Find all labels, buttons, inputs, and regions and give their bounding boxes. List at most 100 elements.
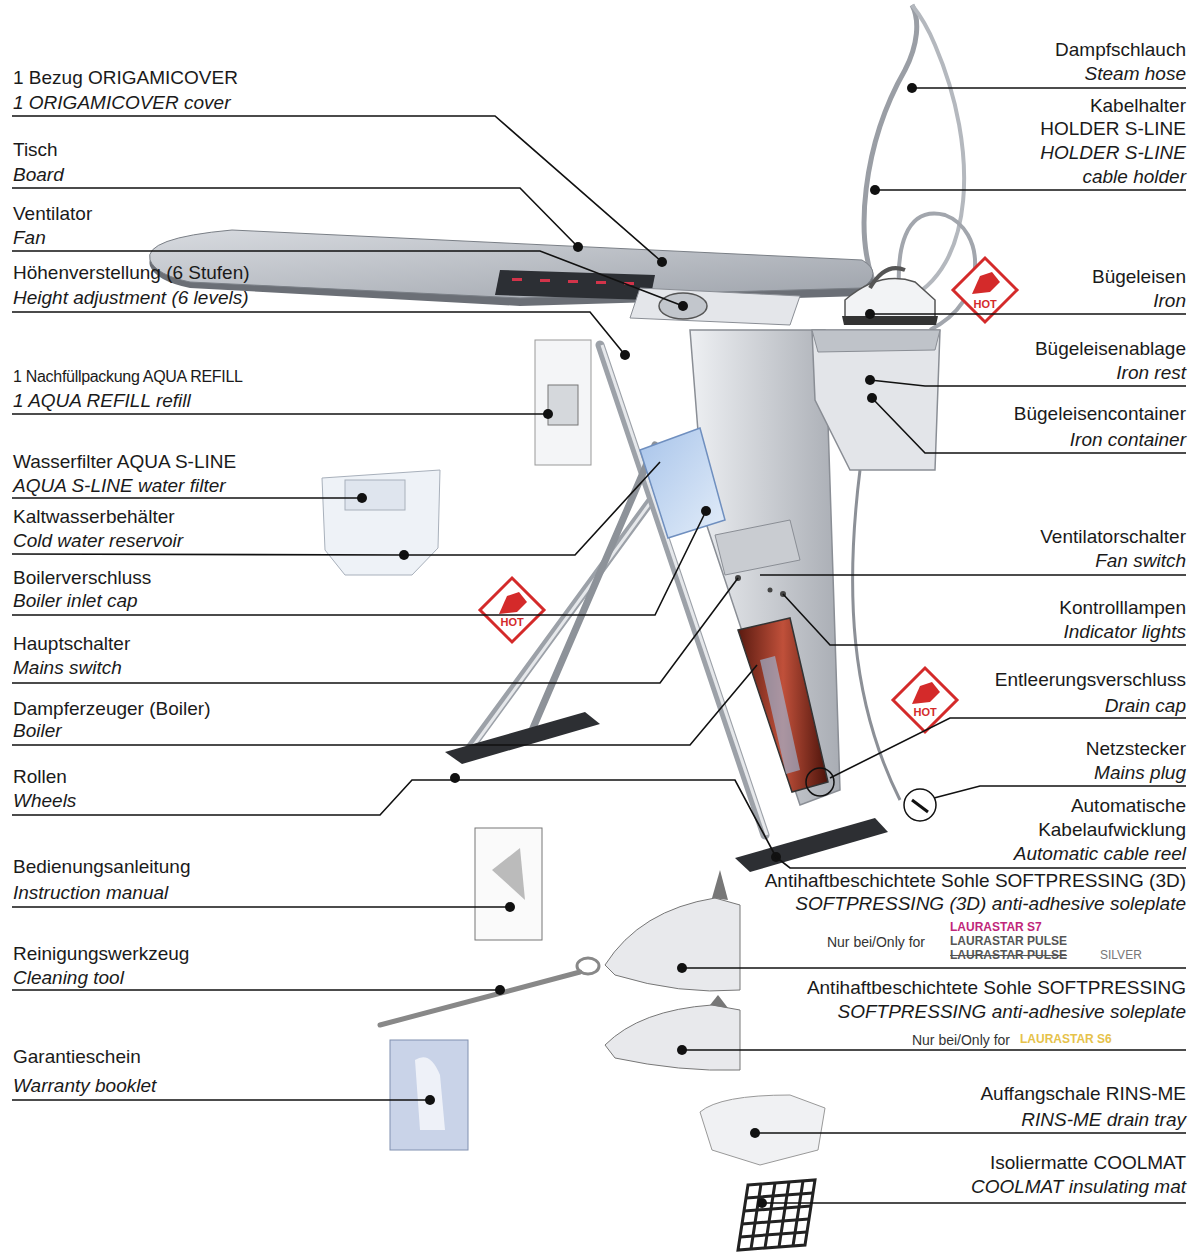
iron-rest xyxy=(812,330,940,352)
iron xyxy=(845,279,935,318)
manual-cover-art xyxy=(492,848,525,900)
indicator-light xyxy=(768,588,773,593)
model-name: LAURASTAR PULSE xyxy=(950,948,1067,962)
soleplate xyxy=(605,1005,740,1070)
hand-icon xyxy=(499,592,527,614)
soleplate-handle xyxy=(712,870,728,900)
boiler-water xyxy=(760,656,800,774)
part-label-english: Boiler xyxy=(13,720,62,742)
part-label-english: Iron xyxy=(1153,290,1186,312)
part-label: HOLDER S-LINE xyxy=(1040,118,1186,140)
part-label: Kabelaufwicklung xyxy=(1038,819,1186,841)
mat-grid xyxy=(793,1181,803,1246)
mat-grid xyxy=(779,1182,789,1247)
warning-text: HOT xyxy=(501,616,524,628)
leader-line xyxy=(762,1202,1186,1204)
wheel xyxy=(450,773,460,783)
part-label-english: SOFTPRESSING (3D) anti-adhesive soleplat… xyxy=(795,893,1186,915)
height-marks xyxy=(512,278,634,285)
part-label: Netzstecker xyxy=(1086,738,1186,760)
leader-line xyxy=(12,312,625,355)
part-label: Ventilatorschalter xyxy=(1040,526,1186,548)
part-label: Rollen xyxy=(13,766,67,788)
leader-line xyxy=(682,967,1186,969)
leader-line xyxy=(12,116,662,262)
soleplate xyxy=(842,316,938,325)
part-label: Tisch xyxy=(13,139,58,161)
mat-grid xyxy=(742,1219,809,1224)
soleplate-3d xyxy=(605,898,740,991)
fan-plate xyxy=(630,288,800,325)
part-label: Bedienungsanleitung xyxy=(13,856,191,878)
model-note: Nur bei/Only for xyxy=(912,1032,1010,1048)
cleaning-tool-loop xyxy=(577,958,599,974)
leader-line xyxy=(12,989,500,991)
part-label-english: Cleaning tool xyxy=(13,967,124,989)
leader-line xyxy=(875,189,1186,191)
mark xyxy=(596,281,606,284)
leader-line xyxy=(912,87,1186,89)
part-label: Antihaftbeschichtete Sohle SOFTPRESSING xyxy=(807,977,1186,999)
part-label-english: Iron rest xyxy=(1116,362,1186,384)
mat-grid xyxy=(744,1206,811,1211)
leader-line xyxy=(872,398,1186,453)
manual xyxy=(475,828,542,940)
hand-icon xyxy=(972,272,1000,294)
part-label: Bügeleisencontainer xyxy=(1014,403,1186,425)
part-label-english: cable holder xyxy=(1082,166,1186,188)
part-label: Dampferzeuger (Boiler) xyxy=(13,698,210,720)
foot xyxy=(445,712,600,764)
leader-line xyxy=(783,594,1186,645)
mark xyxy=(540,279,550,282)
part-label: Boilerverschluss xyxy=(13,567,151,589)
part-label-english: Fan xyxy=(13,227,46,249)
part-label: Höhenverstellung (6 Stufen) xyxy=(13,262,250,284)
water-tank xyxy=(640,428,725,538)
leader-line xyxy=(682,1049,1186,1051)
part-label: Antihaftbeschichtete Sohle SOFTPRESSING … xyxy=(765,870,1186,892)
water-filter xyxy=(322,470,440,575)
mat-outline xyxy=(738,1180,815,1250)
part-label-english: Drain cap xyxy=(1105,695,1186,717)
steam-hose xyxy=(864,5,917,296)
leader-line xyxy=(760,574,1186,576)
part-label: Isoliermatte COOLMAT xyxy=(990,1152,1186,1174)
plug-ring xyxy=(904,789,936,821)
part-label: 1 Nachfüllpackung AQUA REFILL xyxy=(13,366,243,388)
part-label-english: 1 AQUA REFILL refill xyxy=(13,390,191,412)
part-label: Bügeleisenablage xyxy=(1035,338,1186,360)
hot-sign xyxy=(480,578,544,642)
mat-grid xyxy=(751,1184,761,1249)
leader-line xyxy=(12,780,776,857)
part-label-english: Height adjustment (6 levels) xyxy=(13,287,249,309)
iron-handle xyxy=(870,268,905,288)
part-label-english: Instruction manual xyxy=(13,882,168,904)
coolmat xyxy=(738,1180,815,1250)
refill-pack xyxy=(535,340,591,465)
hot-warnings xyxy=(480,258,1017,732)
control-panel xyxy=(715,520,800,575)
part-label: Kaltwasserbehälter xyxy=(13,506,175,528)
part-label-english: Wheels xyxy=(13,790,76,812)
part-label-english: SOFTPRESSING anti-adhesive soleplate xyxy=(838,1001,1187,1023)
part-label: Wasserfilter AQUA S-LINE xyxy=(13,451,236,473)
part-label: Ventilator xyxy=(13,203,92,225)
mat-grid xyxy=(740,1232,807,1237)
part-label-english: AQUA S-LINE water filter xyxy=(13,475,226,497)
part-label-english: Mains plug xyxy=(1094,762,1186,784)
model-name: LAURASTAR PULSE xyxy=(950,934,1067,948)
part-label-english: Fan switch xyxy=(1095,550,1186,572)
model-note: Nur bei/Only for xyxy=(827,934,925,950)
part-label-english: Boiler inlet cap xyxy=(13,590,138,612)
board xyxy=(149,230,873,360)
mat-grid xyxy=(765,1183,775,1248)
leader-line xyxy=(12,578,738,683)
leader-line xyxy=(870,313,1186,315)
part-label: Entleerungsverschluss xyxy=(995,669,1186,691)
height-control xyxy=(495,270,655,300)
leader-line xyxy=(12,1099,430,1101)
part-label: Hauptschalter xyxy=(13,633,130,655)
